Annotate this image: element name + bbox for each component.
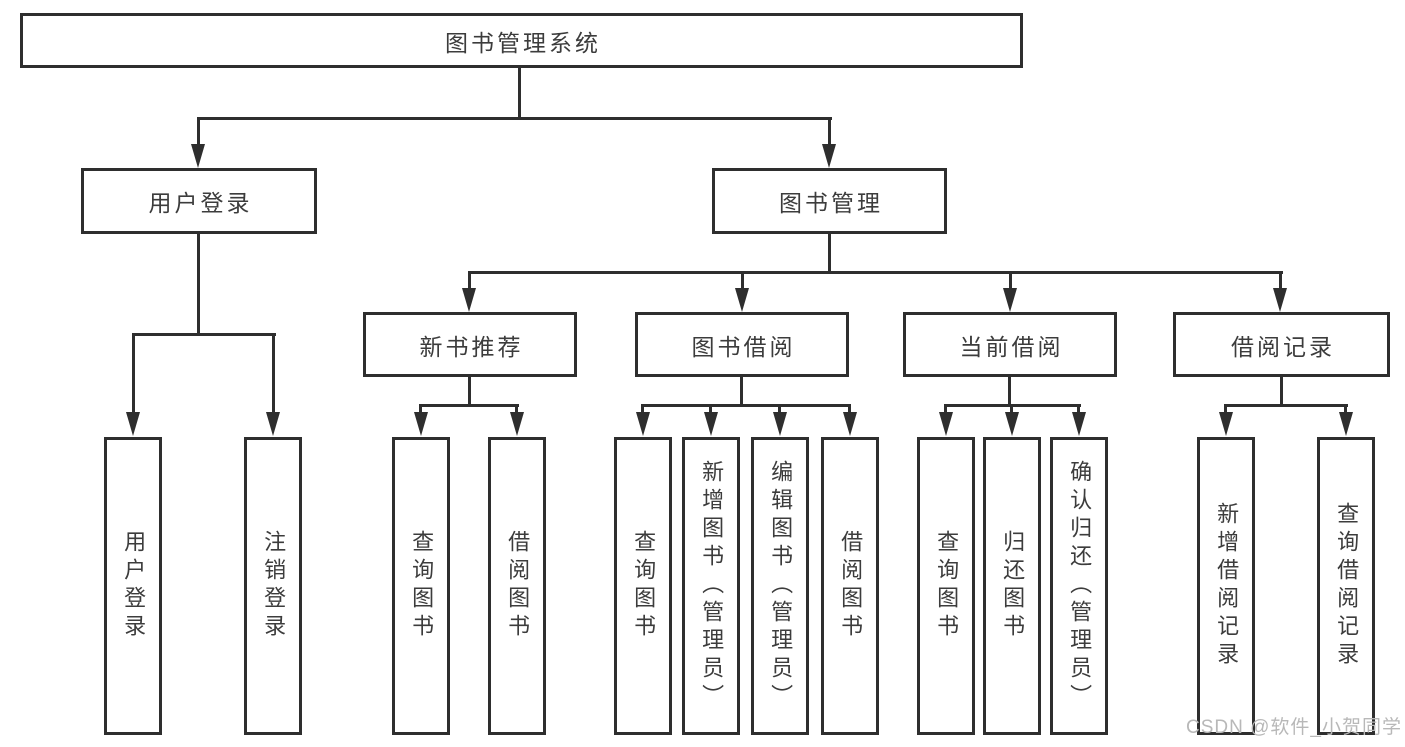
connector-v	[741, 271, 744, 288]
connector-h	[469, 271, 1283, 274]
node-label: 新增图书（管理员）	[699, 460, 725, 712]
connector-v	[1008, 375, 1011, 406]
node-label: 用户登录	[148, 190, 253, 216]
arrowhead-down-icon	[1219, 412, 1233, 436]
node-label: 注销登录	[261, 530, 287, 642]
csdn-watermark: CSDN @软件_小贺同学	[1186, 717, 1402, 738]
connector-v	[828, 117, 831, 146]
arrowhead-down-icon	[773, 412, 787, 436]
arrowhead-down-icon	[414, 412, 428, 436]
connector-v	[778, 404, 781, 413]
arrowhead-down-icon	[822, 144, 836, 168]
leaf-borrow-books-borrow: 借阅图书	[821, 437, 879, 735]
connector-v	[272, 333, 275, 412]
arrowhead-down-icon	[939, 412, 953, 436]
connector-v	[419, 404, 422, 413]
connector-v	[1010, 404, 1013, 413]
connector-v	[828, 232, 831, 274]
leaf-borrow-books-newbook: 借阅图书	[488, 437, 546, 735]
node-current-borrow: 当前借阅	[903, 312, 1117, 377]
connector-v	[1344, 404, 1347, 413]
node-label: 新增借阅记录	[1214, 502, 1240, 670]
leaf-query-books-current: 查询图书	[917, 437, 975, 735]
connector-h	[197, 117, 832, 120]
node-label: 借阅图书	[505, 530, 531, 642]
node-label: 借阅图书	[838, 530, 864, 642]
arrowhead-down-icon	[462, 288, 476, 312]
node-label: 新书推荐	[419, 333, 524, 360]
node-label: 查询图书	[631, 530, 657, 642]
connector-v	[197, 232, 200, 336]
arrowhead-down-icon	[843, 412, 857, 436]
connector-v	[944, 404, 947, 413]
leaf-confirm-return-admin: 确认归还（管理员）	[1050, 437, 1108, 735]
connector-v	[468, 375, 471, 406]
arrowhead-down-icon	[1072, 412, 1086, 436]
node-label: 编辑图书（管理员）	[768, 460, 794, 712]
node-user-login: 用户登录	[81, 168, 317, 234]
node-label: 图书管理	[779, 190, 883, 216]
leaf-query-books-newbook: 查询图书	[392, 437, 450, 735]
node-book-management: 图书管理	[712, 168, 947, 234]
leaf-user-login: 用户登录	[104, 437, 162, 735]
node-book-borrow: 图书借阅	[635, 312, 849, 377]
connector-v	[1009, 271, 1012, 288]
leaf-query-books-borrow: 查询图书	[614, 437, 672, 735]
arrowhead-down-icon	[1003, 288, 1017, 312]
connector-v	[848, 404, 851, 413]
connector-h	[641, 404, 851, 407]
connector-v	[641, 404, 644, 413]
connector-h	[1224, 404, 1348, 407]
connector-v	[740, 375, 743, 406]
connector-v	[1077, 404, 1080, 413]
connector-v	[132, 333, 135, 412]
leaf-query-borrow-record: 查询借阅记录	[1317, 437, 1375, 735]
node-label: 查询图书	[934, 530, 960, 642]
arrowhead-down-icon	[1273, 288, 1287, 312]
node-library-management-system: 图书管理系统	[20, 13, 1023, 68]
connector-v	[1279, 271, 1282, 288]
leaf-add-borrow-record: 新增借阅记录	[1197, 437, 1255, 735]
node-label: 用户登录	[121, 530, 147, 642]
arrowhead-down-icon	[1005, 412, 1019, 436]
arrowhead-down-icon	[510, 412, 524, 436]
arrowhead-down-icon	[191, 144, 205, 168]
leaf-add-book-admin: 新增图书（管理员）	[682, 437, 740, 735]
node-label: 确认归还（管理员）	[1067, 460, 1093, 712]
connector-v	[197, 117, 200, 146]
node-new-book-recommend: 新书推荐	[363, 312, 577, 377]
leaf-edit-book-admin: 编辑图书（管理员）	[751, 437, 809, 735]
connector-v	[468, 271, 471, 288]
connector-v	[518, 66, 521, 119]
connector-v	[515, 404, 518, 413]
arrowhead-down-icon	[126, 412, 140, 436]
node-label: 查询图书	[409, 530, 435, 642]
connector-v	[1224, 404, 1227, 413]
node-label: 归还图书	[1000, 530, 1026, 642]
leaf-return-book: 归还图书	[983, 437, 1041, 735]
arrowhead-down-icon	[1339, 412, 1353, 436]
node-label: 查询借阅记录	[1334, 502, 1360, 670]
arrowhead-down-icon	[735, 288, 749, 312]
node-label: 图书管理系统	[445, 29, 601, 56]
connector-h	[419, 404, 519, 407]
connector-h	[132, 333, 276, 336]
node-label: 当前借阅	[959, 333, 1064, 360]
node-borrow-records: 借阅记录	[1173, 312, 1390, 377]
leaf-logout: 注销登录	[244, 437, 302, 735]
connector-v	[1280, 375, 1283, 406]
arrowhead-down-icon	[636, 412, 650, 436]
arrowhead-down-icon	[266, 412, 280, 436]
node-label: 图书借阅	[691, 333, 796, 360]
connector-v	[709, 404, 712, 413]
arrowhead-down-icon	[704, 412, 718, 436]
node-label: 借阅记录	[1231, 333, 1335, 360]
